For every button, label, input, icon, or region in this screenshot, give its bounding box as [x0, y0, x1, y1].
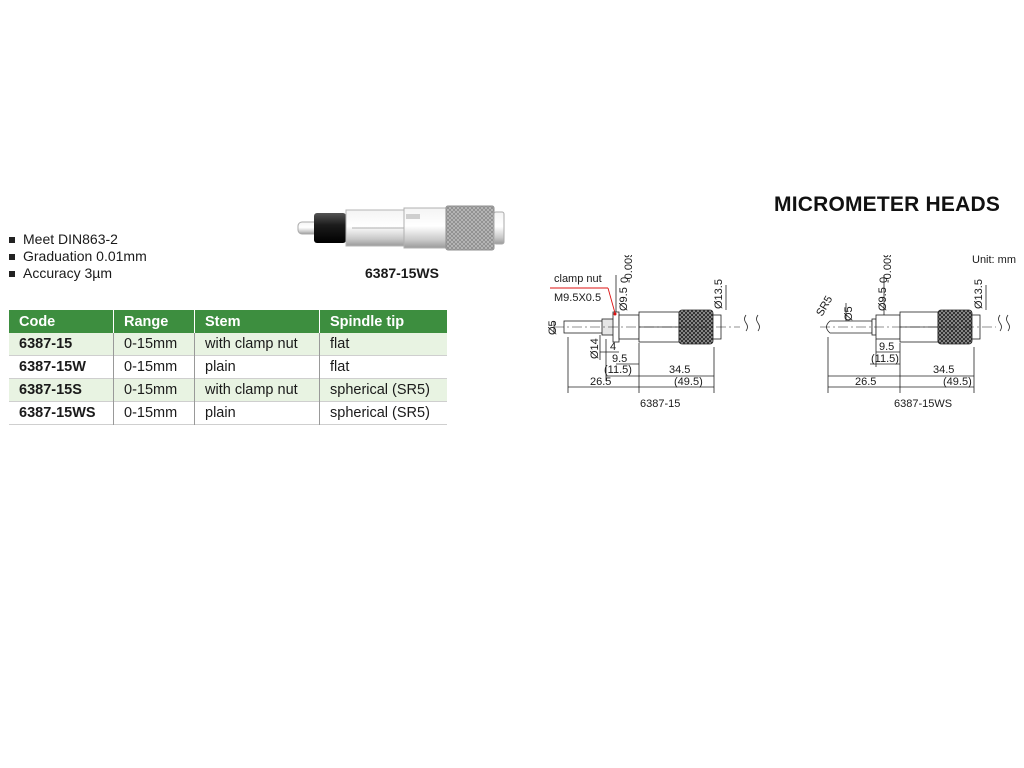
drawing-6387-15ws: SR5 Ø5 Ø9.5 0 -0.009 Ø13.5 9.5 (11.5) 34… [814, 255, 1010, 410]
unit-label: Unit: mm [972, 254, 1016, 266]
label-dim-11-5: (11.5) [871, 353, 899, 365]
table-row: 6387-15W 0-15mm plain flat [9, 355, 447, 379]
label-dim-34-5: 34.5 [933, 364, 954, 376]
column-header: Range [113, 310, 195, 333]
feature-item: Graduation 0.01mm [9, 248, 147, 265]
label-dim-9-5: 9.5 [879, 341, 894, 353]
label-dim-34-5: 34.5 [669, 364, 690, 376]
label-d5: Ø5 [843, 306, 855, 321]
table-cell: 0-15mm [113, 378, 195, 402]
table-cell: plain [194, 401, 320, 425]
table-cell: flat [330, 359, 350, 375]
table-row: 6387-15WS 0-15mm plain spherical (SR5) [9, 401, 447, 425]
page-title: MICROMETER HEADS [774, 193, 1001, 216]
label-tolerance-bottom: -0.009 [623, 255, 635, 283]
label-d13-5: Ø13.5 [713, 279, 725, 309]
table-cell: 0-15mm [113, 401, 195, 425]
label-dim-4: 4 [610, 341, 616, 353]
table-cell: flat [319, 333, 447, 356]
table-row: 6387-15S 0-15mm with clamp nut spherical… [9, 378, 447, 402]
feature-item: Accuracy 3µm [9, 265, 147, 282]
label-tolerance-bottom: -0.009 [882, 255, 894, 283]
drawing-caption: 6387-15 [640, 398, 680, 410]
label-dim-49-5: (49.5) [943, 376, 972, 388]
table-cell: plain [194, 355, 320, 379]
photo-caption: 6387-15WS [365, 265, 439, 281]
spec-table: Code Range Stem Spindle tip 6387-15 0-15… [9, 310, 447, 425]
column-header: Spindle tip [319, 310, 447, 333]
label-d14: Ø14 [589, 338, 601, 359]
feature-list: Meet DIN863-2 Graduation 0.01mm Accuracy… [9, 231, 147, 282]
table-cell: 6387-15WS [9, 401, 114, 425]
table-cell: with clamp nut [194, 378, 320, 402]
label-dim-49-5: (49.5) [674, 376, 703, 388]
label-thread: M9.5X0.5 [554, 292, 601, 304]
label-tolerance-top: 0 [878, 277, 890, 283]
micrometer-head-image [297, 205, 505, 251]
label-d9-5: Ø9.5 [877, 287, 889, 311]
table-header-row: Code Range Stem Spindle tip [9, 310, 447, 333]
label-sr5: SR5 [814, 294, 835, 319]
bullet-icon [9, 270, 15, 277]
label-dim-11-5: (11.5) [604, 364, 632, 376]
table-cell: with clamp nut [194, 333, 320, 356]
table-cell: 6387-15W [9, 355, 114, 379]
table-cell: 0-15mm [113, 355, 195, 379]
label-dim-26-5: 26.5 [855, 376, 876, 388]
label-dim-26-5: 26.5 [590, 376, 611, 388]
label-dim-9-5: 9.5 [612, 353, 627, 365]
bullet-icon [9, 236, 15, 243]
table-cell: spherical (SR5) [330, 405, 430, 421]
product-photo [292, 196, 508, 258]
table-cell: spherical (SR5) [319, 378, 447, 402]
table-cell: 6387-15 [9, 333, 114, 356]
label-d5: Ø5 [547, 320, 559, 335]
table-cell: 0-15mm [113, 333, 195, 356]
feature-item: Meet DIN863-2 [9, 231, 147, 248]
column-header: Stem [194, 310, 320, 333]
drawing-6387-15: clamp nut M9.5X0.5 Ø5 Ø14 Ø9.5 0 -0.009 … [547, 255, 760, 410]
table-row: 6387-15 0-15mm with clamp nut flat [9, 333, 447, 356]
label-d13-5: Ø13.5 [973, 279, 985, 309]
column-header: Code [9, 310, 114, 333]
bullet-icon [9, 253, 15, 260]
drawing-caption: 6387-15WS [894, 398, 952, 410]
label-d9-5: Ø9.5 [618, 287, 630, 311]
label-clamp-nut: clamp nut [554, 273, 602, 285]
label-tolerance-top: 0 [619, 277, 631, 283]
table-cell: 6387-15S [9, 378, 114, 402]
